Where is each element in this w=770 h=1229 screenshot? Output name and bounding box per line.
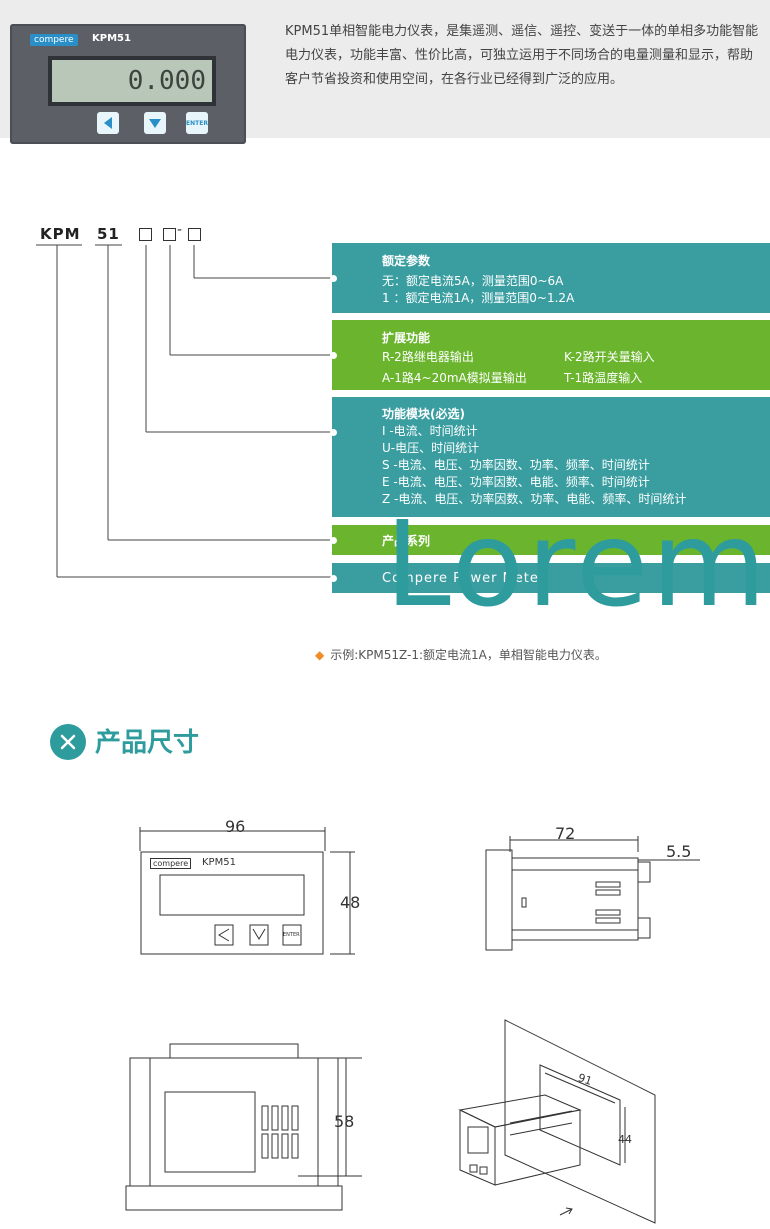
band-module-lines: I -电流、时间统计 U-电压、时间统计 S -电流、电压、功率因数、功率、频率… bbox=[382, 423, 686, 508]
back-view-drawing: 58 bbox=[120, 1040, 370, 1220]
panel-mount-svg bbox=[458, 1019, 656, 1224]
band-module-line: S -电流、电压、功率因数、功率、频率、时间统计 bbox=[382, 458, 650, 472]
front-view-drawing: 96 48 compere KPM51 ENTER bbox=[130, 815, 380, 965]
left-arrow-icon bbox=[97, 112, 119, 134]
side-view-drawing: 72 5.5 bbox=[470, 820, 730, 960]
code-separator: - bbox=[177, 222, 183, 238]
band-module-line: E -电流、电压、功率因数、电能、频率、时间统计 bbox=[382, 475, 650, 489]
side-view-svg bbox=[485, 836, 700, 951]
side-depth-label: 72 bbox=[555, 824, 576, 843]
band-rated: 额定参数 无：额定电流5A，测量范围0~6A 1 ：额定电流1A，测量范围0~1… bbox=[330, 243, 770, 313]
front-enter: ENTER bbox=[283, 932, 300, 938]
example-text: 示例:KPM51Z-1:额定电流1A，单相智能电力仪表。 bbox=[330, 648, 607, 662]
panel-mount-drawing: 91 44 bbox=[450, 1015, 670, 1225]
band-rated-line: 无：额定电流5A，测量范围0~6A bbox=[382, 274, 564, 288]
bullet-dot bbox=[330, 352, 337, 359]
code-prefix: KPM bbox=[40, 225, 81, 243]
code-box-extension bbox=[163, 228, 176, 241]
device-screen: 0.000 bbox=[48, 56, 216, 106]
band-rated-title: 额定参数 bbox=[382, 254, 431, 268]
band-extension-title: 扩展功能 bbox=[382, 331, 431, 345]
section-title: 产品尺寸 bbox=[95, 728, 200, 758]
band-extension: 扩展功能 R-2路继电器输出 K-2路开关量输入 A-1路4~20mA模拟量输出… bbox=[330, 320, 770, 390]
device-model: KPM51 bbox=[92, 33, 131, 44]
bullet-dot bbox=[330, 537, 337, 544]
device-photo: compere KPM51 0.000 ENTER bbox=[10, 24, 246, 144]
bullet-dot bbox=[330, 575, 337, 582]
bullet-dot bbox=[330, 429, 337, 436]
code-series: 51 bbox=[97, 225, 120, 243]
code-box-rated bbox=[188, 228, 201, 241]
band-module-line: Z -电流、电压、功率因数、功率、电能、频率、时间统计 bbox=[382, 492, 687, 506]
connector-lines bbox=[36, 244, 332, 578]
device-display: 0.000 bbox=[127, 66, 206, 96]
band-extension-item: R-2路继电器输出 bbox=[382, 350, 474, 364]
lorem-overlay: Lorem bbox=[385, 495, 770, 633]
band-extension-item: A-1路4~20mA模拟量输出 bbox=[382, 371, 527, 385]
band-brand: Compere Power Meter bbox=[330, 563, 770, 593]
band-brand-title: Compere Power Meter bbox=[382, 571, 546, 586]
code-box-module bbox=[139, 228, 152, 241]
band-module-line: I -电流、时间统计 bbox=[382, 424, 478, 438]
band-series: 产品系列 bbox=[330, 525, 770, 555]
back-height-label: 58 bbox=[334, 1112, 355, 1131]
side-thickness-label: 5.5 bbox=[666, 842, 692, 861]
band-series-title: 产品系列 bbox=[382, 534, 431, 548]
front-model: KPM51 bbox=[202, 857, 236, 868]
front-logo: compere bbox=[150, 858, 192, 869]
intro-text: KPM51单相智能电力仪表，是集遥测、遥信、遥控、变送于一体的单相多功能智能电力… bbox=[285, 24, 759, 87]
band-module-line: U-电压、时间统计 bbox=[382, 441, 480, 455]
diamond-icon: ◆ bbox=[315, 648, 325, 662]
front-view-svg bbox=[139, 827, 355, 955]
band-extension-item: T-1路温度输入 bbox=[564, 371, 643, 385]
enter-button-icon: ENTER bbox=[186, 112, 208, 134]
bullet-dot bbox=[330, 275, 337, 282]
band-extension-item: K-2路开关量输入 bbox=[564, 350, 655, 364]
device-logo: compere bbox=[30, 34, 78, 46]
pencil-ruler-icon bbox=[50, 724, 86, 760]
band-module: 功能模块(必选) I -电流、时间统计 U-电压、时间统计 S -电流、电压、功… bbox=[330, 397, 770, 517]
back-view-svg bbox=[125, 1043, 362, 1211]
down-arrow-icon bbox=[144, 112, 166, 134]
example-note: ◆ 示例:KPM51Z-1:额定电流1A，单相智能电力仪表。 bbox=[315, 646, 607, 663]
band-rated-line: 1 ：额定电流1A，测量范围0~1.2A bbox=[382, 291, 575, 305]
band-module-title: 功能模块(必选) bbox=[382, 407, 465, 421]
